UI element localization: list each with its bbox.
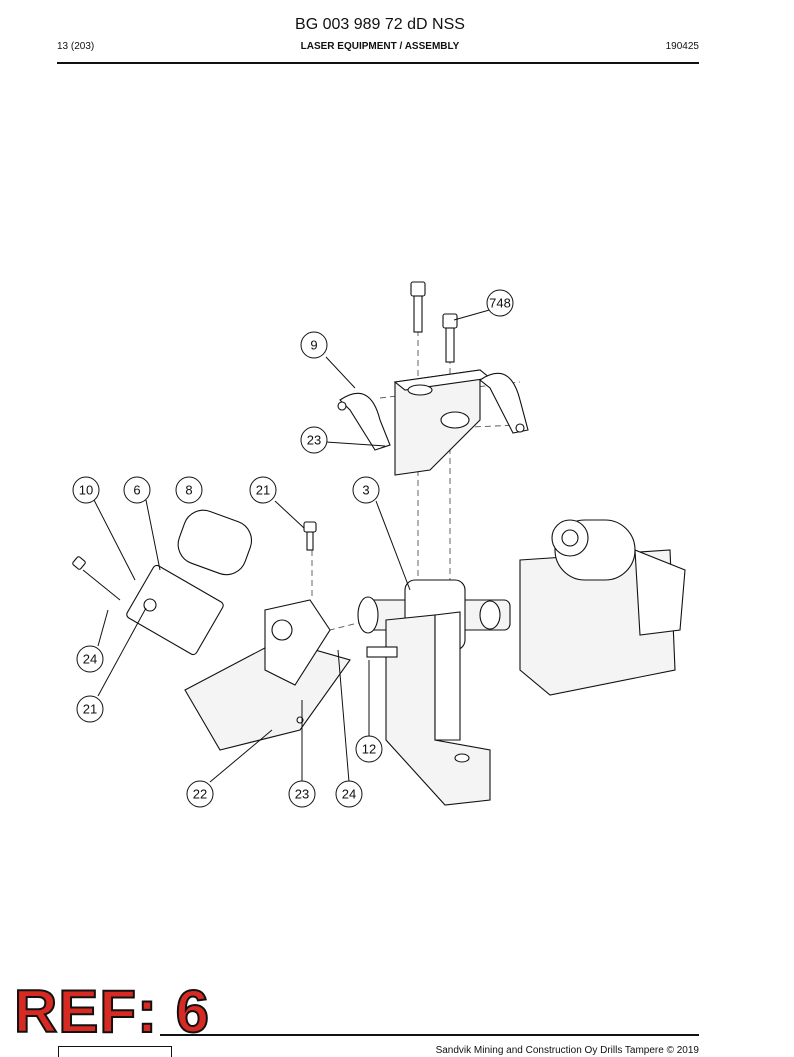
svg-text:23: 23 [307, 433, 321, 448]
callout-24-left: 24 [76, 645, 104, 673]
callout-23-lower: 23 [288, 780, 316, 808]
svg-text:3: 3 [362, 483, 369, 498]
svg-text:12: 12 [362, 742, 376, 757]
ref-stamp: REF: 6 [13, 978, 211, 1045]
page-number: 13 (203) [57, 41, 95, 52]
callout-10: 10 [72, 476, 100, 504]
callout-3: 3 [352, 476, 380, 504]
callout-22: 22 [186, 780, 214, 808]
svg-text:24: 24 [83, 652, 97, 667]
document-title: BG 003 989 72 dD NSS [295, 16, 465, 33]
leader-lines [93, 306, 501, 783]
svg-text:748: 748 [489, 296, 511, 311]
spacer-12 [366, 646, 398, 658]
svg-text:8: 8 [185, 483, 192, 498]
svg-text:22: 22 [193, 787, 207, 802]
screw-748 [442, 313, 458, 363]
callout-12: 12 [355, 735, 383, 763]
callout-9: 9 [300, 331, 328, 359]
svg-text:21: 21 [83, 702, 97, 717]
laser-housing-right [519, 519, 686, 696]
bracket-right [479, 372, 529, 434]
footer-rule [160, 1034, 699, 1036]
svg-text:9: 9 [310, 338, 317, 353]
header-rule [57, 62, 699, 64]
callout-21-lower: 21 [76, 695, 104, 723]
svg-text:23: 23 [295, 787, 309, 802]
screw-24-left [72, 556, 121, 601]
callout-24-lower: 24 [335, 780, 363, 808]
clamp-block-upper [393, 369, 492, 476]
assembly-drawing: 748 9 23 10 6 8 21 3 24 21 12 22 23 24 [72, 281, 686, 808]
footer-copyright: Sandvik Mining and Construction Oy Drill… [435, 1045, 699, 1056]
screw-21-upper [303, 521, 317, 551]
svg-text:10: 10 [79, 483, 93, 498]
callout-23-upper: 23 [300, 426, 328, 454]
svg-text:6: 6 [133, 483, 140, 498]
laser-housing-left [126, 509, 351, 751]
company-logo [58, 1046, 172, 1057]
svg-text:24: 24 [342, 787, 356, 802]
document-date: 190425 [665, 41, 699, 52]
callout-6: 6 [123, 476, 151, 504]
svg-text:21: 21 [256, 483, 270, 498]
callout-21-upper: 21 [249, 476, 277, 504]
callout-8: 8 [175, 476, 203, 504]
callout-748: 748 [486, 289, 514, 317]
screw-top-left [410, 281, 426, 333]
base-block [385, 611, 491, 806]
section-title: LASER EQUIPMENT / ASSEMBLY [300, 41, 460, 52]
bracket-left [337, 392, 391, 451]
